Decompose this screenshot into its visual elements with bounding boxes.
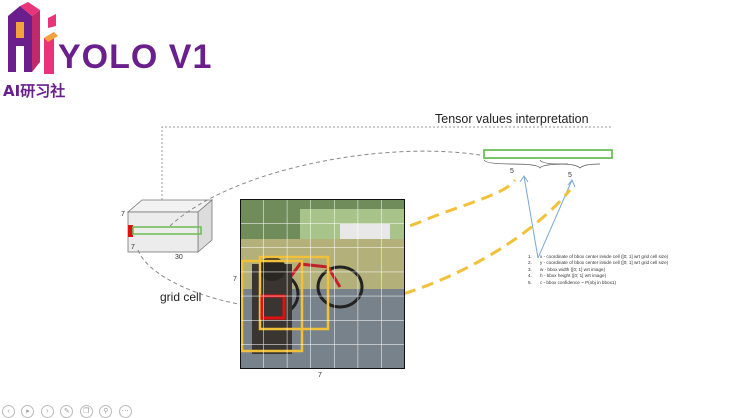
tensor-link-dotted-line — [161, 126, 612, 200]
bbox1-values-label: 5 — [510, 168, 514, 175]
cell-to-bbox2-curve — [329, 189, 572, 312]
legend-item: 2.y - coordinate of bbox center inside c… — [528, 260, 669, 266]
tensor-to-vector-curve — [169, 150, 481, 227]
legend-item: 4.h - bbox height ([0; 1] wrt image) — [528, 273, 607, 279]
output-tensor-box — [126, 199, 214, 253]
grid-height-label: 7 — [233, 276, 237, 283]
legend-arrows — [519, 175, 576, 259]
grid-cell-label: grid cell — [160, 290, 202, 304]
input-image-grid — [240, 199, 405, 369]
tensor-highlight-cell — [128, 225, 133, 237]
next-icon[interactable]: › — [40, 405, 54, 418]
ai-yanxishe-logo — [8, 2, 58, 74]
slide-title: YOLO V1 — [58, 38, 213, 76]
prev-icon[interactable]: ‹ — [2, 405, 15, 418]
legend-item: 1.x - coordinate of bbox center inside c… — [528, 254, 669, 259]
tensor-legend: 1.x - coordinate of bbox center inside c… — [528, 254, 668, 286]
more-icon[interactable]: ⋯ — [118, 405, 132, 418]
tensor-height-label: 7 — [121, 211, 125, 218]
tensor-heading: Tensor values interpretation — [435, 112, 589, 126]
copy-icon[interactable]: ❐ — [79, 405, 93, 418]
tensor-depth-label: 30 — [175, 254, 183, 261]
grid-width-label: 7 — [318, 372, 322, 379]
tensor-depth-vector — [132, 226, 202, 235]
tensor-width-label: 7 — [131, 244, 135, 251]
bbox2-values-label: 5 — [568, 172, 572, 179]
tensor-vector-strip — [483, 149, 613, 169]
legend-item: 5.c - bbox confidence ~ P(obj in bbox1) — [528, 279, 616, 285]
slide-toolbar: ‹ ▸ › ✎ ❐ ⚲ ⋯ — [2, 400, 134, 418]
tensor-to-grid-curve — [137, 249, 246, 306]
org-name: AI研习社 — [3, 82, 66, 100]
legend-item: 3.w - bbox width ([0; 1] wrt image) — [528, 266, 606, 272]
